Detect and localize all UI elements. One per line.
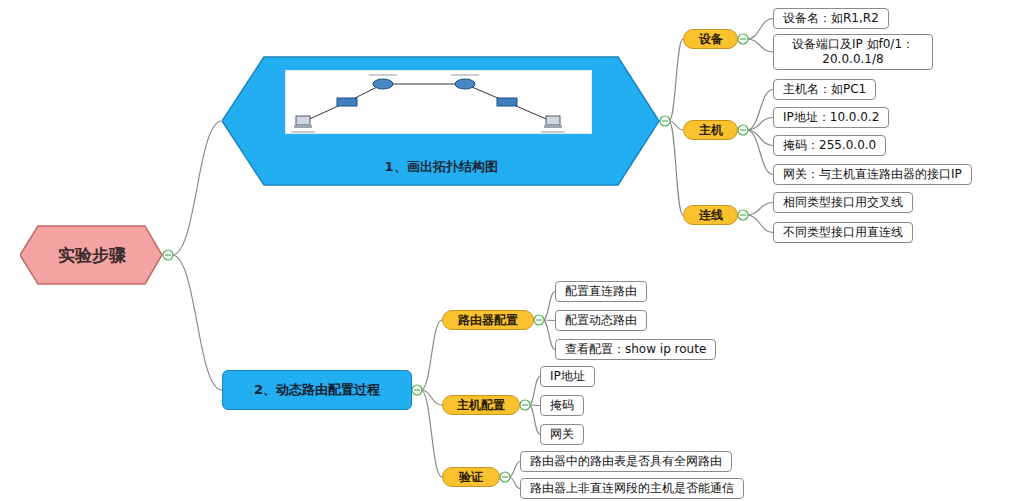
leaf-box: 配置动态路由 <box>555 310 647 331</box>
node-label: 掩码 <box>550 398 574 413</box>
node-label: 2、动态路由配置过程 <box>254 381 380 399</box>
node-label: 连线 <box>699 207 723 224</box>
branch-connector <box>738 130 773 175</box>
collapse-toggle <box>520 400 530 410</box>
branch-connector <box>660 39 683 121</box>
collapse-toggle <box>738 210 748 220</box>
leaf-box: 掩码 <box>540 395 584 416</box>
collapse-toggle <box>738 34 748 44</box>
branch-connector <box>163 255 222 390</box>
node-label: 路由器中的路由表是否具有全网路由 <box>530 454 722 469</box>
collapse-toggle <box>738 125 748 135</box>
branch-connector <box>738 90 773 131</box>
collapse-toggle <box>534 315 544 325</box>
node-label: IP地址：10.0.0.2 <box>783 110 879 125</box>
category-pill: 主机 <box>683 120 738 140</box>
category-pill: 验证 <box>442 467 500 487</box>
topology-illustration <box>285 70 592 134</box>
node-label: 1、画出拓扑结构图 <box>384 158 497 176</box>
node-label: 设备名：如R1,R2 <box>783 11 879 26</box>
leaf-box: 相同类型接口用交叉线 <box>773 192 913 213</box>
leaf-box: 设备端口及IP 如f0/1：20.0.0.1/8 <box>773 34 933 70</box>
node-label: 主机 <box>699 122 723 139</box>
node-label: 相同类型接口用交叉线 <box>783 195 903 210</box>
collapse-toggle <box>412 385 422 395</box>
node-label: 实验步骤 <box>58 244 126 267</box>
step-box: 2、动态路由配置过程 <box>222 370 412 410</box>
leaf-box: 不同类型接口用直连线 <box>773 222 913 243</box>
root-hexagon: 实验步骤 <box>20 225 163 285</box>
node-label: 网关：与主机直连路由器的接口IP <box>783 167 962 182</box>
leaf-box: IP地址 <box>540 366 595 387</box>
node-label: 查看配置：show ip route <box>565 342 706 357</box>
leaf-box: 网关 <box>540 424 584 445</box>
leaf-box: 路由器中的路由表是否具有全网路由 <box>520 451 732 472</box>
node-label: 网关 <box>550 427 574 442</box>
node-label: 路由器上非直连网段的主机是否能通信 <box>530 481 734 496</box>
node-label: 配置动态路由 <box>565 313 637 328</box>
node-label: 路由器配置 <box>458 312 518 329</box>
leaf-box: IP地址：10.0.0.2 <box>773 107 889 128</box>
node-label: 主机名：如PC1 <box>783 82 866 97</box>
leaf-box: 掩码：255.0.0.0 <box>773 135 886 156</box>
leaf-box: 主机名：如PC1 <box>773 79 876 100</box>
node-label: 不同类型接口用直连线 <box>783 225 903 240</box>
branch-connector <box>412 390 442 477</box>
category-pill: 主机配置 <box>442 395 520 415</box>
node-label: 设备 <box>699 31 723 48</box>
leaf-box: 网关：与主机直连路由器的接口IP <box>773 164 972 185</box>
category-pill: 连线 <box>683 205 738 225</box>
collapse-toggle <box>163 250 173 260</box>
leaf-box: 配置直连路由 <box>555 281 647 302</box>
node-label: 验证 <box>459 469 483 486</box>
step-hexagon: 1、画出拓扑结构图 <box>222 56 660 186</box>
node-label: 设备端口及IP 如f0/1：20.0.0.1/8 <box>783 37 923 67</box>
leaf-box: 路由器上非直连网段的主机是否能通信 <box>520 478 744 499</box>
branch-connector <box>660 121 683 215</box>
node-label: 配置直连路由 <box>565 284 637 299</box>
leaf-box: 设备名：如R1,R2 <box>773 8 889 29</box>
branch-connector <box>163 121 222 255</box>
node-label: 掩码：255.0.0.0 <box>783 138 876 153</box>
branch-connector <box>412 320 442 390</box>
category-pill: 设备 <box>683 29 738 49</box>
category-pill: 路由器配置 <box>442 310 534 330</box>
leaf-box: 查看配置：show ip route <box>555 339 716 360</box>
collapse-toggle <box>660 116 670 126</box>
collapse-toggle <box>500 472 510 482</box>
node-label: IP地址 <box>550 369 585 384</box>
node-label: 主机配置 <box>457 397 505 414</box>
